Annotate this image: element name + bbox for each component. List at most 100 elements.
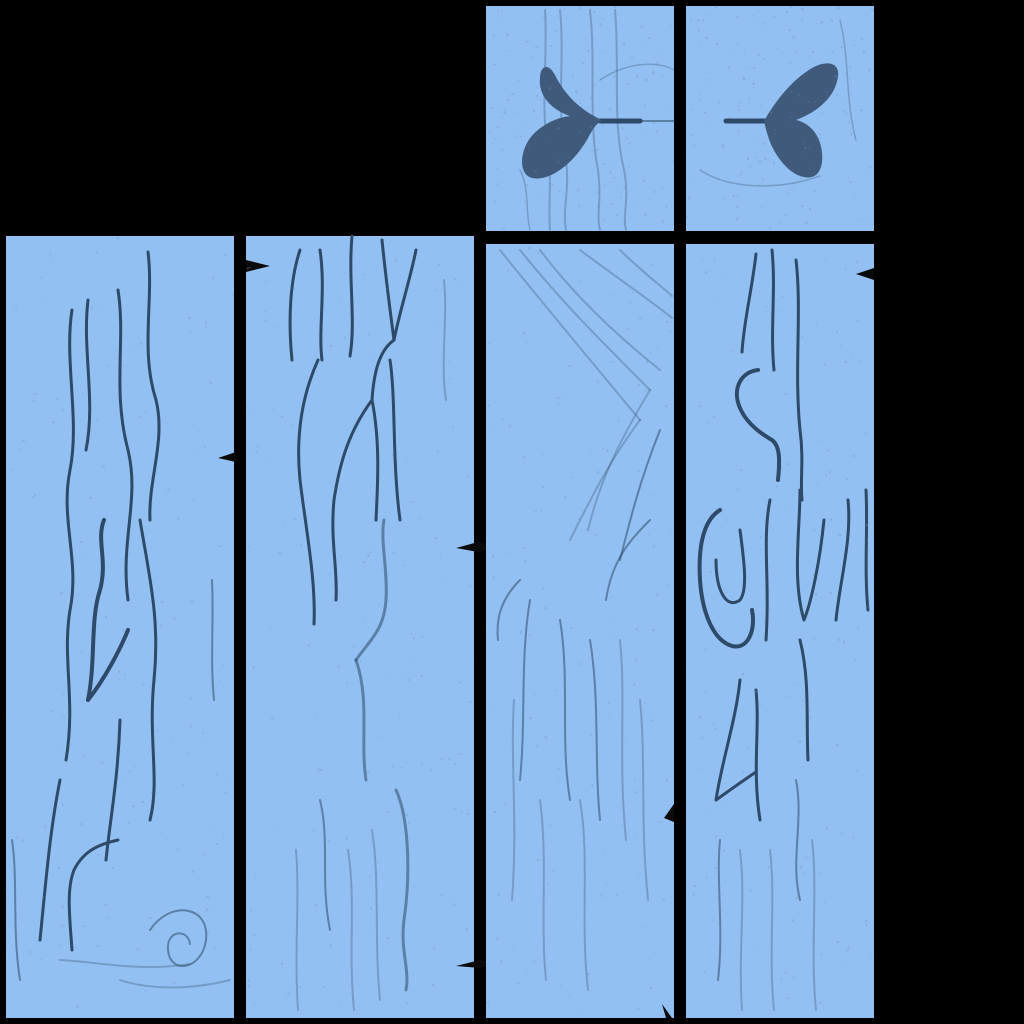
noise-speck [69, 520, 72, 522]
noise-speck [849, 180, 852, 183]
noise-speck [829, 591, 832, 594]
noise-speck [695, 165, 697, 167]
noise-speck [589, 305, 592, 309]
noise-speck [699, 214, 701, 216]
noise-speck [672, 50, 674, 52]
noise-speck [264, 310, 266, 313]
noise-speck [543, 30, 545, 32]
noise-speck [799, 26, 801, 28]
noise-speck [738, 109, 740, 111]
noise-speck [546, 883, 549, 885]
noise-speck [372, 359, 375, 361]
noise-speck [215, 773, 218, 776]
noise-speck [645, 135, 647, 137]
noise-speck [660, 187, 663, 190]
noise-speck [551, 488, 552, 489]
noise-speck [700, 768, 702, 770]
noise-speck [287, 890, 289, 892]
noise-speck [265, 280, 268, 283]
noise-speck [420, 517, 423, 520]
noise-speck [856, 260, 859, 263]
noise-speck [119, 878, 121, 881]
noise-speck [206, 931, 209, 934]
noise-speck [62, 924, 65, 927]
noise-speck [785, 11, 788, 13]
noise-speck [360, 660, 362, 662]
noise-speck [407, 761, 409, 763]
noise-speck [831, 50, 834, 53]
noise-speck [213, 946, 216, 949]
noise-speck [599, 23, 602, 26]
noise-speck [554, 154, 556, 156]
noise-speck [822, 1006, 824, 1008]
noise-speck [777, 221, 779, 223]
noise-speck [539, 104, 541, 106]
noise-speck [61, 905, 64, 908]
noise-speck [28, 950, 31, 954]
noise-speck [800, 176, 803, 179]
noise-speck [84, 553, 87, 556]
noise-speck [698, 405, 702, 408]
noise-speck [643, 772, 646, 775]
noise-speck [391, 765, 394, 768]
noise-speck [254, 876, 257, 879]
noise-speck [867, 605, 870, 608]
noise-speck [706, 124, 708, 127]
noise-speck [808, 207, 812, 211]
noise-speck [585, 73, 587, 75]
noise-speck [215, 236, 217, 238]
noise-speck [369, 907, 373, 911]
noise-speck [851, 353, 854, 356]
noise-speck [870, 956, 873, 959]
noise-speck [33, 287, 35, 289]
noise-speck [166, 781, 168, 783]
noise-speck [583, 164, 585, 166]
noise-speck [124, 674, 126, 676]
noise-speck [488, 342, 491, 344]
noise-speck [705, 36, 708, 40]
noise-speck [519, 630, 523, 634]
noise-speck [104, 903, 107, 906]
noise-speck [856, 319, 860, 322]
noise-speck [866, 112, 868, 113]
noise-speck [859, 360, 862, 363]
noise-speck [149, 347, 152, 350]
noise-speck [787, 192, 790, 194]
noise-speck [311, 753, 313, 754]
noise-speck [655, 825, 657, 827]
noise-speck [774, 133, 777, 135]
noise-speck [838, 282, 840, 284]
noise-speck [712, 919, 714, 922]
noise-speck [666, 583, 669, 586]
noise-speck [492, 68, 494, 70]
noise-speck [811, 50, 815, 54]
noise-speck [7, 429, 9, 431]
noise-speck [769, 161, 771, 163]
noise-speck [500, 103, 502, 105]
noise-speck [802, 818, 803, 820]
noise-speck [472, 264, 474, 266]
noise-speck [801, 7, 804, 11]
noise-speck [646, 793, 648, 795]
noise-speck [631, 11, 633, 13]
noise-speck [838, 318, 840, 319]
noise-speck [152, 670, 155, 672]
noise-speck [636, 1007, 639, 1010]
noise-speck [329, 944, 332, 947]
noise-speck [97, 593, 99, 595]
noise-speck [32, 495, 34, 498]
noise-speck [803, 872, 806, 874]
nail-mark [218, 452, 236, 462]
noise-speck [458, 681, 461, 684]
noise-speck [705, 876, 708, 879]
noise-speck [690, 18, 693, 21]
noise-speck [690, 108, 692, 111]
noise-speck [339, 297, 341, 299]
noise-speck [462, 292, 464, 294]
noise-speck [223, 254, 226, 257]
noise-speck [743, 78, 746, 81]
noise-speck [802, 766, 805, 768]
noise-speck [786, 997, 789, 1000]
noise-speck [815, 322, 818, 325]
noise-speck [189, 725, 193, 728]
